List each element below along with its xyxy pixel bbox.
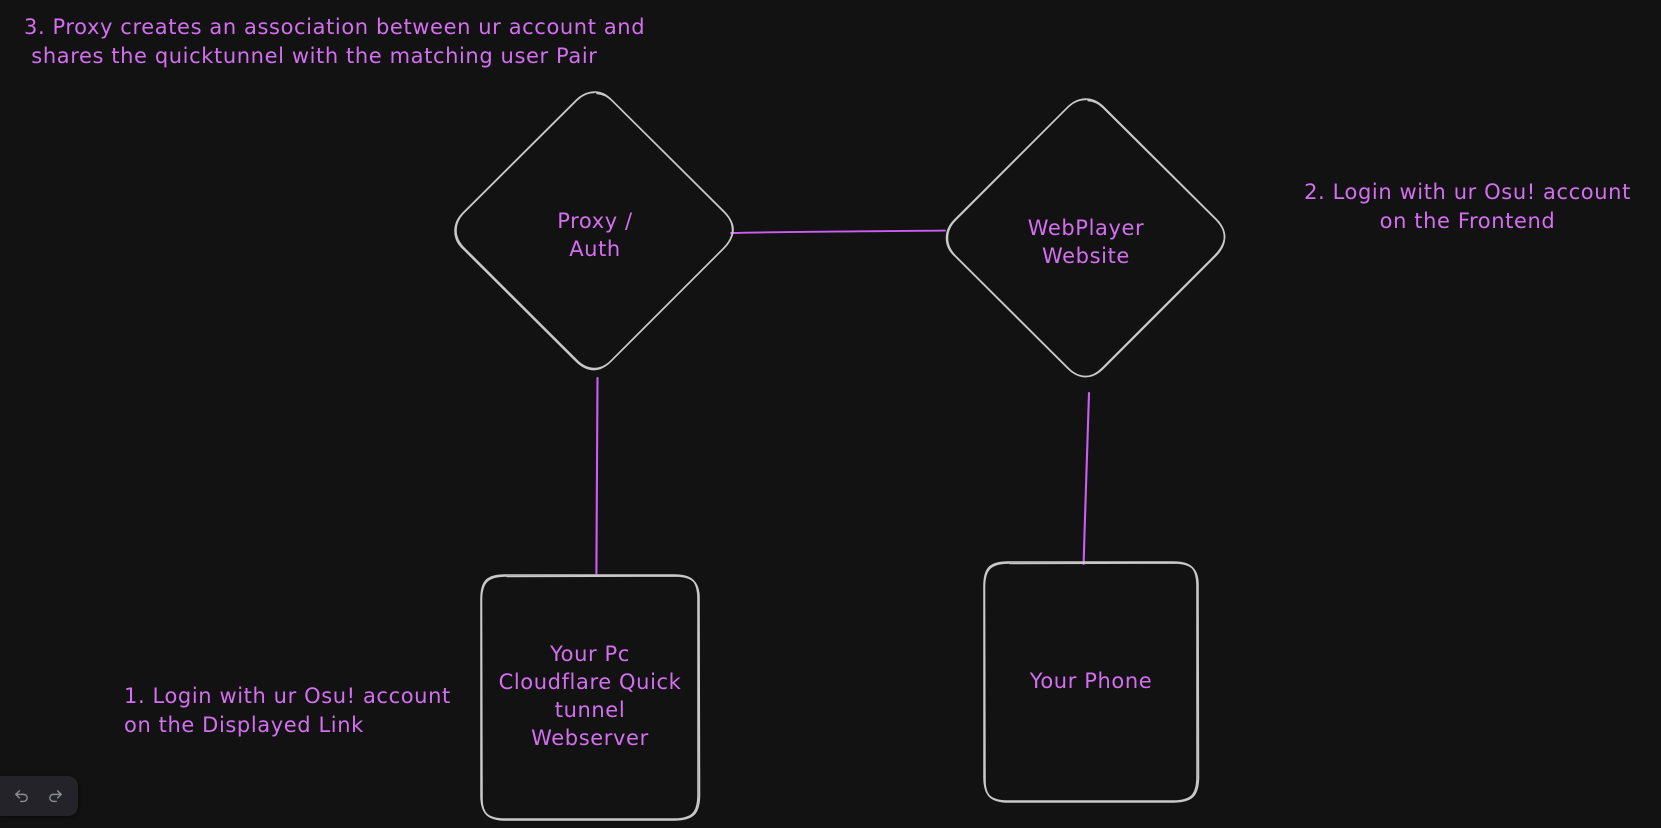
- connector-proxy-to-your-pc: [595, 376, 599, 575]
- annotation-step-1[interactable]: 1. Login with ur Osu! account on the Dis…: [124, 684, 451, 737]
- node-label-your-pc[interactable]: Your Pc Cloudflare Quick tunnel Webserve…: [498, 642, 682, 750]
- redo-button[interactable]: [40, 782, 70, 810]
- redo-arrow-icon: [47, 788, 64, 805]
- node-label-webplayer-website[interactable]: WebPlayer Website: [1027, 216, 1145, 268]
- connector-proxy-to-webplayer: [730, 229, 946, 234]
- annotation-step-3[interactable]: 3. Proxy creates an association between …: [24, 15, 646, 68]
- annotation-step-2[interactable]: 2. Login with ur Osu! account on the Fro…: [1304, 180, 1631, 233]
- undo-redo-island: [0, 776, 78, 816]
- node-label-proxy-auth[interactable]: Proxy / Auth: [557, 209, 633, 261]
- undo-button[interactable]: [6, 782, 36, 810]
- node-label-your-phone[interactable]: Your Phone: [1029, 669, 1153, 693]
- connector-webplayer-to-your-phone: [1082, 391, 1091, 566]
- undo-arrow-icon: [13, 788, 30, 805]
